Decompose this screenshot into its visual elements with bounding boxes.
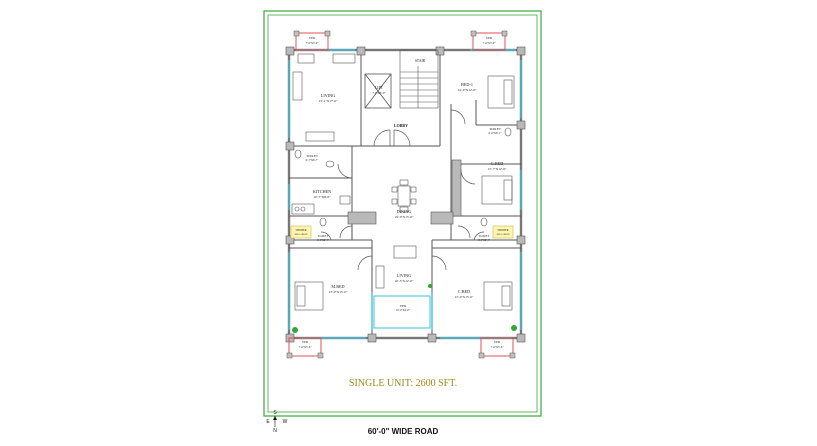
- toilet-tr-label: TOILET: [489, 127, 502, 131]
- unit-summary: SINGLE UNIT: 2600 SFT.: [349, 378, 457, 389]
- shower-area-right: [492, 225, 514, 239]
- lift-shaft: [364, 73, 392, 109]
- road-label: 60'-0" WIDE ROAD: [368, 427, 439, 436]
- gbed-label: G.BED: [491, 161, 503, 166]
- compass: S E W N: [266, 410, 287, 434]
- ver-tr-size: 7'-6"X3'-0": [483, 42, 496, 45]
- gbed-size: 13'-7"X12'-6": [488, 167, 507, 171]
- ver-bl-label: VER: [302, 340, 309, 344]
- lift-label: LIFT: [375, 86, 384, 90]
- ver-tl-label: VER: [309, 36, 316, 40]
- toilet-mr-label: TOILET: [479, 234, 490, 238]
- wall-columns: [285, 46, 526, 343]
- living-top-size: 13'-1"X17'-0": [319, 99, 338, 103]
- shower-right-label: SHOWER: [498, 229, 509, 232]
- compass-e: E: [266, 419, 270, 425]
- ver-bottom-size: 10'-0"X4'-0": [396, 309, 410, 312]
- compass-arrowhead-icon: [273, 416, 277, 420]
- bed1-size: 14'-0"X12'-6": [458, 88, 477, 92]
- site-border-outer: [263, 10, 542, 417]
- doors: [320, 109, 485, 271]
- mbed-label: M.BED: [331, 284, 344, 289]
- toilet-tl-label: TOILET: [306, 154, 319, 158]
- ver-tl-size: 7'-6"X3'-0": [306, 42, 319, 45]
- living-bottom-size: 10'-3"X12'-0": [395, 279, 414, 283]
- toilet-ml-label: TOILET: [318, 234, 329, 238]
- dining-size: 19'-0"X15'-6": [395, 215, 414, 219]
- dining-label: DINING: [397, 209, 412, 214]
- lobby-label: LOBBY: [394, 123, 408, 128]
- ver-tr-label: VER: [486, 36, 493, 40]
- shower-right-sub: AREA ABOVE: [496, 233, 510, 236]
- balconies: [288, 32, 514, 357]
- plant-icon: [511, 325, 517, 331]
- plant-icon: [292, 327, 298, 333]
- bed1-label: BED-1: [461, 82, 473, 87]
- windows: [288, 49, 522, 339]
- toilet-tr-size: 6'-0"X6'-1": [489, 132, 502, 135]
- living-bottom-label: LIVING: [397, 273, 411, 278]
- cbed-size: 13'-0"X15'-0": [455, 295, 474, 299]
- compass-n: N: [273, 428, 277, 434]
- cbed-label: C.BED: [458, 289, 470, 294]
- ver-br-size: 7'-6"X3'-6": [491, 346, 504, 349]
- lift-size: 7-0"X6'-0": [372, 91, 386, 95]
- compass-w: W: [283, 419, 288, 425]
- stair-label: STAIR: [415, 59, 426, 63]
- living-top-label: LIVING: [321, 93, 335, 98]
- ver-br-label: VER: [494, 340, 501, 344]
- staircase: [399, 49, 439, 109]
- mbed-size: 13'-0"X15'-0": [329, 290, 348, 294]
- kitchen-label: KITCHEN: [313, 189, 331, 194]
- ver-bl-size: 7'-6"X3'-6": [299, 346, 312, 349]
- ver-bottom-label: VER: [400, 304, 408, 308]
- balcony-columns: [286, 30, 516, 359]
- shower-area-left: [290, 225, 312, 239]
- shower-left-label: SHOWER: [296, 229, 307, 232]
- compass-s: S: [273, 410, 277, 416]
- shower-left-sub: AREA ABOVE: [294, 233, 308, 236]
- toilet-tl-size: 6'-7"X6'-7": [306, 159, 319, 162]
- toilet-ml-size: 6'-5"X8'-7": [317, 239, 329, 242]
- toilet-mr-size: 6'-5"X8'-7": [478, 239, 490, 242]
- furniture: [291, 53, 515, 311]
- room-labels: LIVING 13'-1"X17'-0" LIFT 7-0"X6'-0" STA…: [294, 36, 510, 349]
- kitchen-size: 10'-7"X8'-0": [313, 195, 331, 199]
- site-border-inner: [267, 14, 538, 413]
- plant-icon: [428, 284, 432, 288]
